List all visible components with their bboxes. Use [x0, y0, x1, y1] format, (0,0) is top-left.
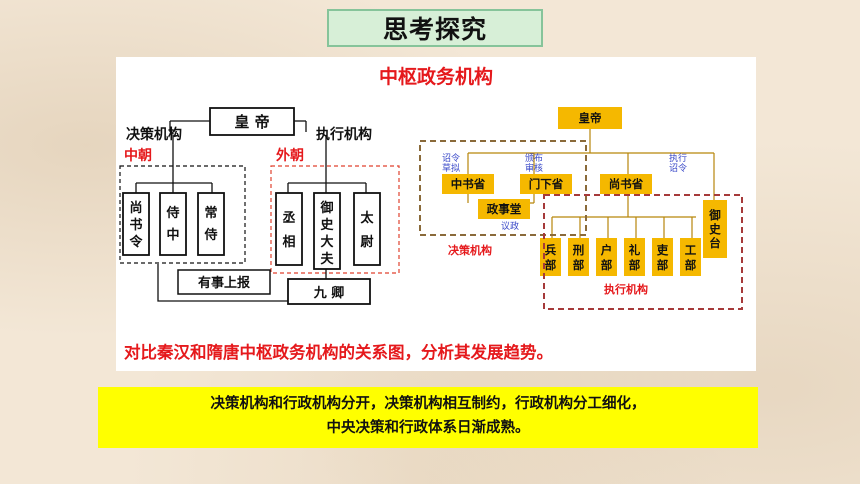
ministry-box-li — [624, 238, 645, 276]
menxia-label: 门下省 — [529, 177, 564, 191]
right-emperor-label: 皇帝 — [579, 111, 602, 125]
office-box-chengxiang — [275, 192, 303, 266]
right-exec-label: 执行机构 — [604, 282, 648, 296]
right-exec-dashed-box — [543, 194, 743, 310]
slide-title: 思考探究 — [327, 9, 543, 47]
right-emperor-box — [558, 107, 622, 129]
ministry-2: 户部 — [601, 243, 613, 272]
shangshu-box — [600, 174, 652, 194]
outer-court-dashed-box — [270, 165, 400, 274]
inner-court-dashed-box — [119, 165, 246, 264]
ministry-box-libu — [652, 238, 673, 276]
answer-line-1: 决策机构和行政机构分开，决策机构相互制约，行政机构分工细化， — [210, 395, 646, 412]
menxia-box — [520, 174, 572, 194]
note-zhixing: 执行诏令 — [669, 152, 687, 174]
office-changshi: 常侍 — [203, 205, 217, 243]
ministry-box-bing — [540, 238, 561, 276]
ministry-box-xing — [568, 238, 589, 276]
zhongshu-box — [442, 174, 494, 194]
zhengshitang-label: 政事堂 — [487, 202, 522, 216]
office-box-yushidafu — [313, 192, 341, 270]
office-yushidafu: 御史大夫 — [319, 200, 334, 267]
answer-line-2: 中央决策和行政体系日渐成熟。 — [326, 419, 530, 436]
ministry-0: 兵部 — [545, 243, 557, 272]
office-shangshuling: 尚书令 — [129, 200, 143, 250]
left-decision-label: 决策机构 — [126, 126, 182, 143]
left-emperor-label: 皇 帝 — [234, 113, 269, 131]
yushitai-box — [703, 200, 727, 258]
office-box-shizhong — [159, 192, 187, 256]
note-yizheng: 议政 — [501, 220, 519, 232]
report-box — [177, 269, 271, 295]
right-decision-dashed-box — [419, 140, 587, 236]
ministry-5: 工部 — [685, 243, 697, 272]
nine-ministers-label: 九 卿 — [313, 286, 345, 301]
outer-court-label: 外朝 — [276, 147, 304, 164]
note-banbu: 颁布审核 — [525, 152, 543, 174]
answer-box: 决策机构和行政机构分开，决策机构相互制约，行政机构分工细化， 中央决策和行政体系… — [98, 387, 758, 448]
left-exec-label: 执行机构 — [316, 126, 372, 143]
office-taiwei: 太尉 — [359, 210, 374, 250]
ministry-box-gong — [680, 238, 701, 276]
shangshu-label: 尚书省 — [609, 177, 644, 191]
inner-court-label: 中朝 — [124, 147, 152, 164]
office-shizhong: 侍中 — [165, 205, 179, 243]
office-box-shangshuling — [122, 192, 150, 256]
zhongshu-label: 中书省 — [451, 177, 486, 191]
right-decision-label: 决策机构 — [448, 243, 492, 257]
yushitai-label: 御史台 — [708, 208, 721, 250]
office-box-taiwei — [353, 192, 381, 266]
ministry-3: 礼部 — [629, 243, 641, 272]
ministry-4: 吏部 — [657, 243, 669, 272]
diagram-svg: 皇 帝 决策机构 执行机构 中朝 外朝 有事上报 九 卿 尚书令侍中常侍丞相御史… — [119, 107, 743, 310]
report-label: 有事上报 — [198, 275, 251, 291]
office-chengxiang: 丞相 — [282, 211, 295, 250]
ministry-box-hu — [596, 238, 617, 276]
panel-title: 中枢政务机构 — [378, 66, 493, 88]
left-diagram — [119, 107, 400, 305]
ministry-1: 刑部 — [573, 243, 585, 272]
note-zhaoling: 诏令草拟 — [442, 152, 460, 174]
zhengshitang-box — [478, 199, 530, 219]
office-box-changshi — [197, 192, 225, 256]
right-diagram — [419, 107, 743, 310]
nine-ministers-box — [287, 278, 371, 305]
question-text: 对比秦汉和隋唐中枢政务机构的关系图，分析其发展趋势。 — [124, 343, 553, 362]
diagram-panel: 中枢政务机构 — [116, 57, 756, 371]
